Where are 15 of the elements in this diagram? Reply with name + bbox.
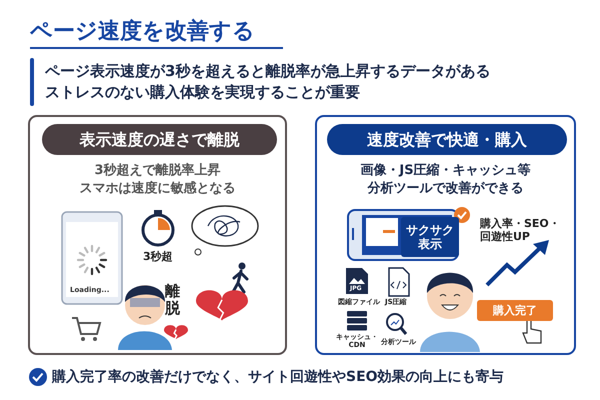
intro-text: ページ表示速度が3秒を超えると離脱率が急上昇するデータがある xyxy=(45,63,490,80)
panel-text: 画像・JS圧縮・キャッシュ等 xyxy=(359,162,532,179)
panel-text: 分析ツールで改善ができる xyxy=(366,180,524,197)
heading-pill: 表示速度の遅さで離脱 xyxy=(42,124,277,155)
panel-text: 3秒超えで離脱率上昇 xyxy=(93,162,222,179)
title: ページ速度を改善する xyxy=(30,18,255,46)
time-label: 3秒超 xyxy=(143,251,173,264)
purchase-button: 購入完了 xyxy=(477,300,553,321)
footer-text: 購入完了率の改善だけでなく、サイト回遊性やSEO効果の向上にも寄与 xyxy=(52,369,504,386)
result-label: 購入率・SEO・回遊性UP xyxy=(480,218,561,244)
screen-callout: サクサク表示 xyxy=(401,217,459,257)
panel-text: スマホは速度に敏感となる xyxy=(78,180,236,197)
exit-label: 離脱 xyxy=(165,283,180,316)
heading-pill: 速度改善で快適・購入 xyxy=(327,124,567,155)
intro-text: ストレスのない購入体験を実現することが重要 xyxy=(45,84,360,102)
